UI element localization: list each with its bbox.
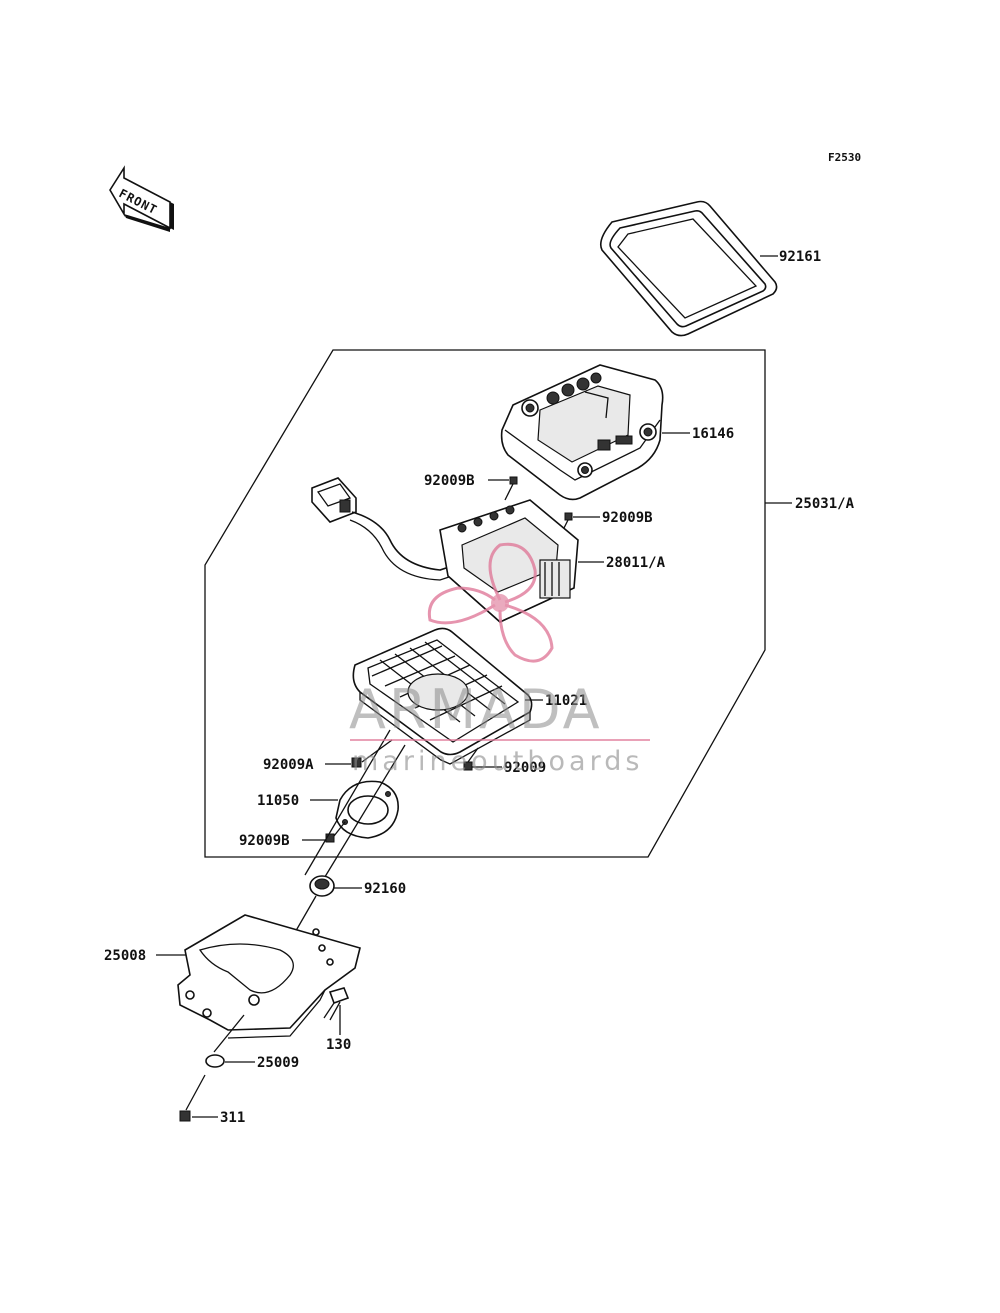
label-92161: 92161: [779, 249, 821, 265]
watermark: ARMADA marineoutboards: [349, 542, 650, 777]
part-11021-case: [352, 627, 533, 765]
label-25031a: 25031/A: [795, 496, 855, 512]
part-311-nut: [179, 1110, 191, 1122]
label-25008: 25008: [104, 948, 146, 964]
assembly-frame: [204, 349, 766, 858]
part-130-bolt: [323, 987, 350, 1021]
part-16146-cover: [500, 364, 664, 501]
guide-line-nut: [185, 1074, 206, 1111]
part-92161-seal: [599, 200, 778, 337]
label-92009b-1: 92009B: [424, 473, 475, 489]
label-311: 311: [220, 1110, 245, 1126]
label-92009a: 92009A: [263, 757, 314, 773]
watermark-brand: ARMADA: [349, 678, 603, 741]
part-25008-bracket: [177, 914, 361, 1039]
propeller-logo-icon: [427, 542, 554, 663]
label-11050: 11050: [257, 793, 299, 809]
label-92009b-3: 92009B: [239, 833, 290, 849]
guide-line-upper-2: [319, 744, 406, 886]
leader-lines: [156, 255, 792, 1118]
label-92009: 92009: [504, 760, 546, 776]
front-arrow-icon: FRONT: [109, 165, 174, 232]
screw-92009b-lower: [325, 821, 346, 843]
part-25009-washer: [205, 1054, 225, 1068]
label-92009b-2: 92009B: [602, 510, 653, 526]
screw-92009: [463, 747, 479, 771]
label-11021: 11021: [545, 693, 587, 709]
label-130: 130: [326, 1037, 351, 1053]
label-28011a: 28011/A: [606, 555, 666, 571]
label-25009: 25009: [257, 1055, 299, 1071]
part-28011a-meter: [311, 477, 579, 623]
watermark-tagline: marineoutboards: [352, 746, 643, 777]
part-11050-ring: [335, 780, 399, 839]
part-92160-grommet: [309, 875, 335, 897]
label-16146: 16146: [692, 426, 734, 442]
guide-line-upper: [304, 729, 391, 876]
screw-92009b-upper: [504, 476, 518, 501]
guide-line-washer: [213, 1014, 245, 1053]
diagram-code: F2530: [828, 151, 861, 164]
part-labels: 92161 16146 92009B 92009B 25031/A 28011/…: [104, 249, 855, 1126]
label-92160: 92160: [364, 881, 406, 897]
